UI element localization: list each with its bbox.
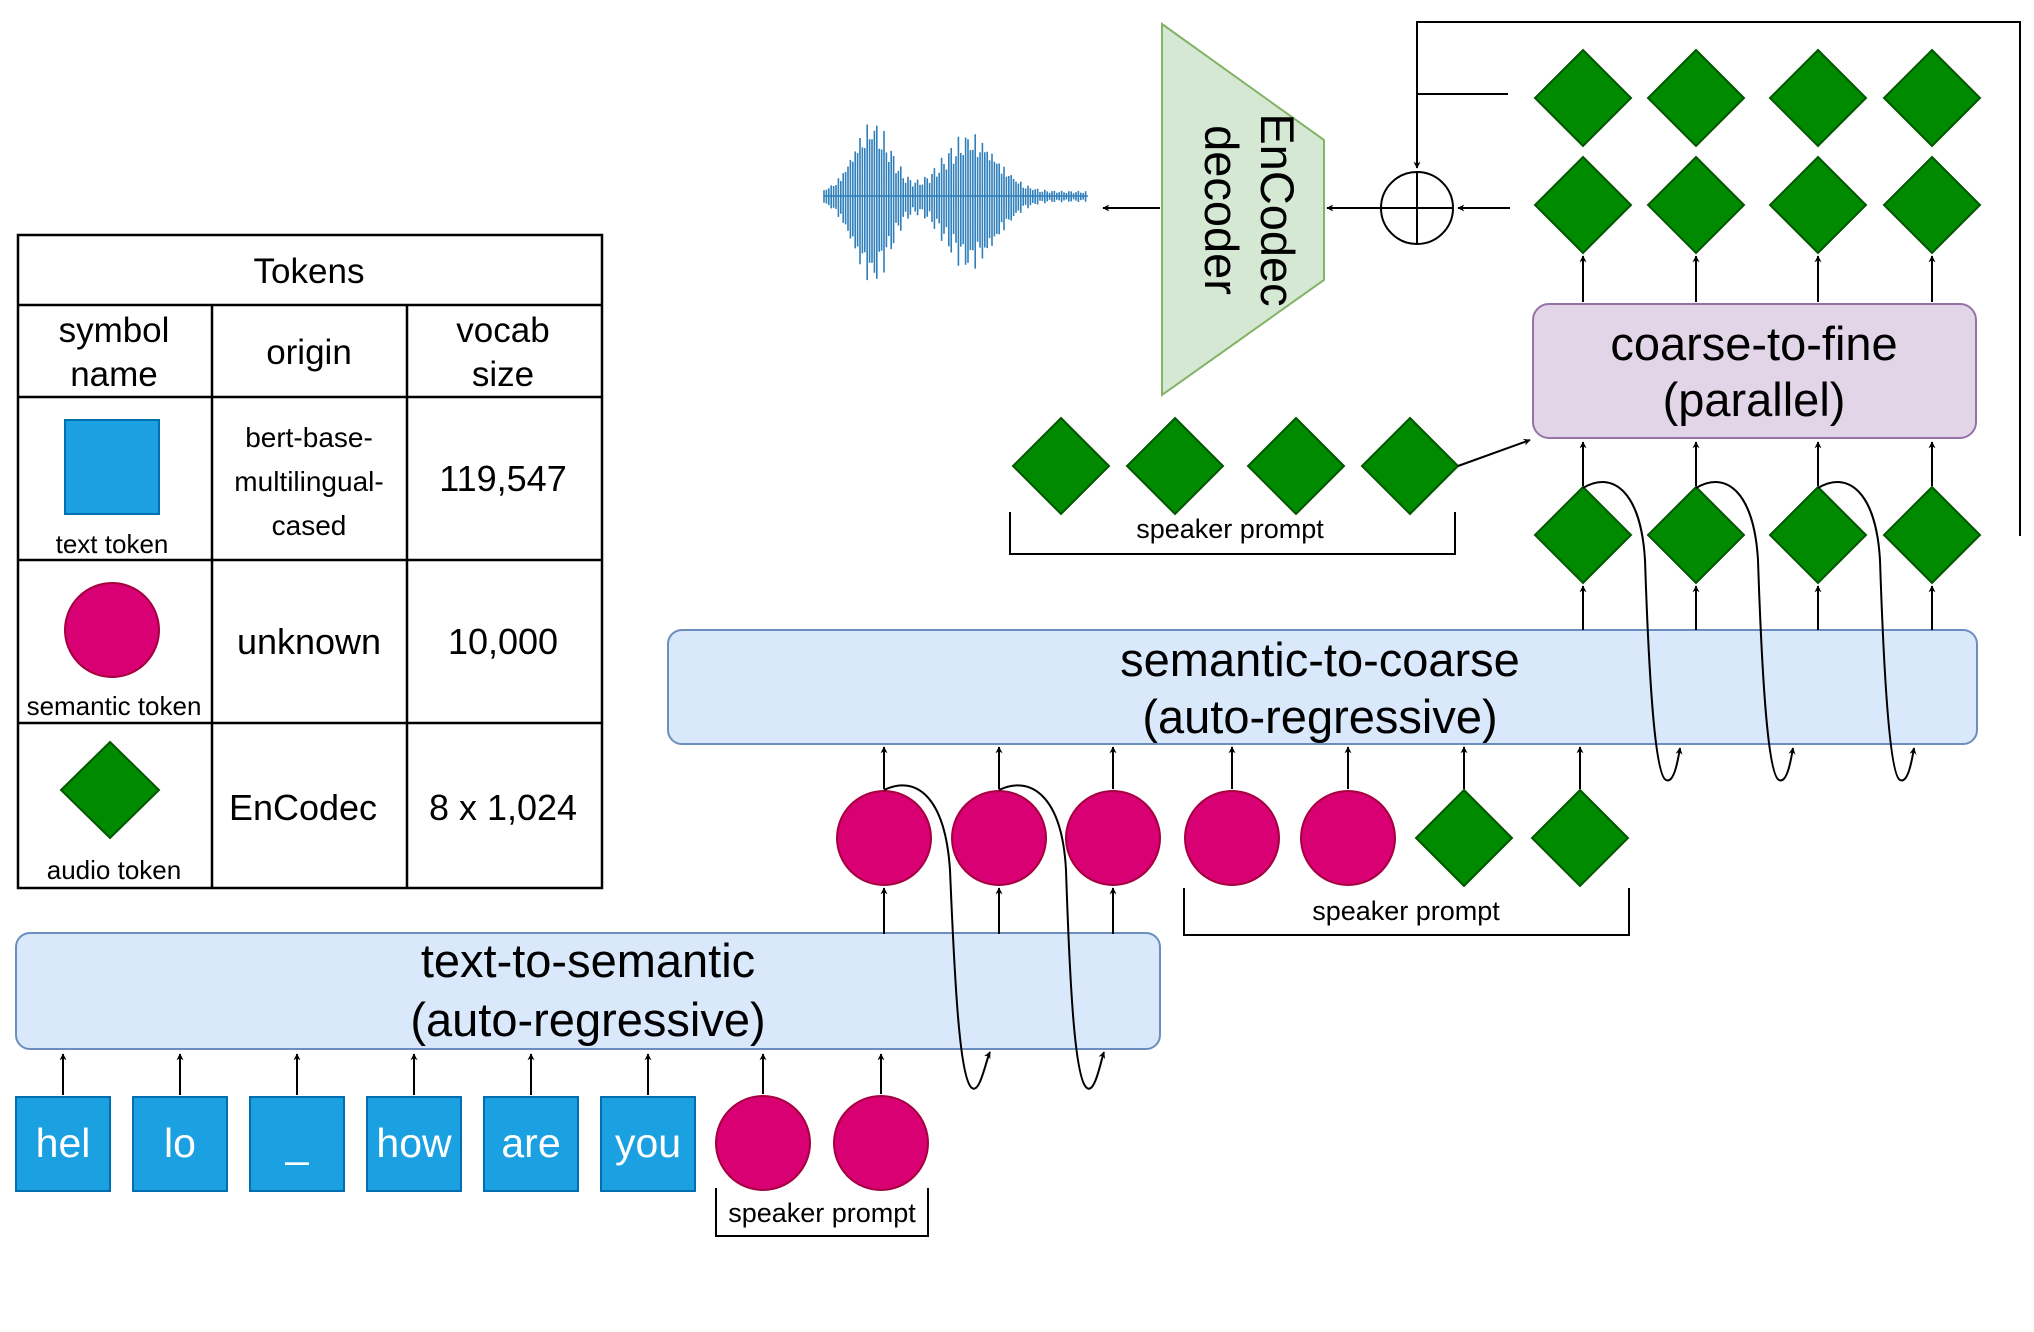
fine-audio-token bbox=[1533, 155, 1633, 255]
speaker-prompt-audio-token bbox=[1011, 416, 1111, 516]
text-token bbox=[249, 1096, 345, 1192]
text-token bbox=[132, 1096, 228, 1192]
autoregressive-curve bbox=[998, 784, 1106, 1090]
semantic-token bbox=[1065, 790, 1161, 886]
coarse-to-fine-stage: coarse-to-fine (parallel) bbox=[1532, 303, 1977, 439]
speaker-prompt-label: speaker prompt bbox=[728, 1198, 916, 1228]
fine-audio-token bbox=[1882, 48, 1982, 148]
speaker-prompt-bracket bbox=[1009, 512, 1456, 555]
fine-audio-token bbox=[1646, 48, 1746, 148]
legend-semantic-token-origin: unknown bbox=[237, 621, 381, 662]
text-token-label: lo bbox=[164, 1120, 196, 1166]
text-token bbox=[483, 1096, 579, 1192]
sum-node bbox=[1380, 171, 1454, 245]
legend-text-token-origin-line2: multilingual- bbox=[234, 466, 383, 497]
semantic-to-coarse-title: semantic-to-coarse bbox=[1120, 633, 1520, 686]
legend-semantic-token-symbol bbox=[64, 582, 160, 678]
legend-header-symbol-line2: name bbox=[70, 355, 158, 394]
token-legend-table: Tokens symbol name origin vocab size tex… bbox=[16, 233, 604, 890]
text-token-label: how bbox=[376, 1120, 452, 1166]
autoregressive-curve bbox=[1817, 481, 1917, 782]
legend-header-origin: origin bbox=[266, 333, 352, 372]
coarse-audio-token bbox=[1646, 485, 1746, 585]
coarse-audio-token bbox=[1882, 485, 1982, 585]
speaker-prompt-semantic-token bbox=[715, 1095, 811, 1191]
text-token-label: hel bbox=[36, 1120, 91, 1166]
text-token-label: _ bbox=[285, 1120, 310, 1166]
fine-audio-token bbox=[1882, 155, 1982, 255]
speaker-prompt-audio-token bbox=[1360, 416, 1460, 516]
coarse-audio-token bbox=[1533, 485, 1633, 585]
speaker-prompt-label: speaker prompt bbox=[1312, 896, 1500, 926]
speaker-prompt-semantic-token bbox=[1300, 790, 1396, 886]
legend-header-vocab-line2: size bbox=[472, 355, 534, 394]
text-token-label: are bbox=[501, 1120, 560, 1166]
decoder-title: EnCodec bbox=[1251, 113, 1304, 306]
legend-audio-token-origin: EnCodec bbox=[229, 787, 377, 828]
fine-audio-token bbox=[1533, 48, 1633, 148]
speaker-prompt-coarse-stage: speaker prompt bbox=[1183, 888, 1630, 936]
waveform-output bbox=[823, 124, 1088, 281]
autoregressive-curve bbox=[1695, 481, 1796, 782]
speaker-prompt-audio-token bbox=[1530, 788, 1630, 888]
speaker-prompt-fine-stage: speaker prompt bbox=[1009, 512, 1456, 555]
legend-header-symbol-line1: symbol bbox=[59, 311, 170, 350]
fine-audio-token bbox=[1768, 155, 1868, 255]
arrow-layer bbox=[59, 204, 1936, 1095]
legend-semantic-token-caption: semantic token bbox=[27, 691, 202, 721]
speaker-prompt-semantic-token bbox=[1184, 790, 1280, 886]
text-to-semantic-subtitle: (auto-regressive) bbox=[410, 993, 765, 1046]
speaker-prompt-audio-token bbox=[1246, 416, 1346, 516]
semantic-to-coarse-stage: semantic-to-coarse (auto-regressive) bbox=[667, 629, 1978, 745]
semantic-token bbox=[836, 790, 932, 886]
semantic-token bbox=[951, 790, 1047, 886]
text-token bbox=[600, 1096, 696, 1192]
legend-audio-token-vocab: 8 x 1,024 bbox=[429, 787, 577, 828]
legend-audio-token-caption: audio token bbox=[47, 855, 181, 885]
feedback-loop bbox=[1413, 21, 2021, 536]
coarse-to-fine-title: coarse-to-fine bbox=[1610, 317, 1897, 370]
speaker-prompt-audio-token bbox=[1414, 788, 1514, 888]
legend-text-token-vocab: 119,547 bbox=[439, 458, 566, 499]
speaker-prompt-audio-token bbox=[1125, 416, 1225, 516]
decoder-subtitle: decoder bbox=[1195, 125, 1248, 295]
legend-text-token-symbol bbox=[64, 419, 160, 515]
encodec-decoder: EnCodec decoder bbox=[1161, 22, 1325, 397]
speaker-prompt-label: speaker prompt bbox=[1136, 514, 1324, 544]
fine-audio-token bbox=[1768, 48, 1868, 148]
text-token-label: you bbox=[615, 1120, 681, 1166]
legend-semantic-token-vocab: 10,000 bbox=[448, 621, 558, 662]
text-token bbox=[366, 1096, 462, 1192]
autoregressive-curve bbox=[1582, 481, 1683, 782]
speaker-prompt-semantic-token bbox=[833, 1095, 929, 1191]
speaker-prompt-text-stage: speaker prompt bbox=[715, 1188, 929, 1237]
coarse-to-fine-subtitle: (parallel) bbox=[1663, 373, 1846, 426]
legend-title: Tokens bbox=[254, 252, 365, 291]
text-to-semantic-title: text-to-semantic bbox=[421, 934, 755, 987]
coarse-audio-token bbox=[1768, 485, 1868, 585]
text-to-semantic-stage: text-to-semantic (auto-regressive) bbox=[15, 932, 1161, 1050]
legend-text-token-origin-line3: cased bbox=[272, 510, 347, 541]
semantic-to-coarse-subtitle: (auto-regressive) bbox=[1142, 690, 1497, 743]
speaker-prompt-bracket bbox=[1183, 888, 1630, 936]
legend-audio-token-symbol bbox=[59, 740, 161, 840]
legend-header-vocab-line1: vocab bbox=[456, 311, 549, 350]
fine-audio-token bbox=[1646, 155, 1746, 255]
prompt-to-fine-arrow bbox=[1457, 438, 1531, 467]
text-token bbox=[15, 1096, 111, 1192]
autoregressive-curve bbox=[883, 784, 991, 1090]
legend-text-token-origin-line1: bert-base- bbox=[245, 422, 373, 453]
speaker-prompt-brackets: speaker prompt speaker prompt speaker prom… bbox=[715, 512, 1630, 1237]
legend-text-token-caption: text token bbox=[56, 529, 169, 559]
token-layer: hel lo _ how are you bbox=[15, 48, 1982, 1192]
speaker-prompt-bracket bbox=[715, 1188, 929, 1237]
waveform-trace bbox=[823, 124, 1087, 281]
